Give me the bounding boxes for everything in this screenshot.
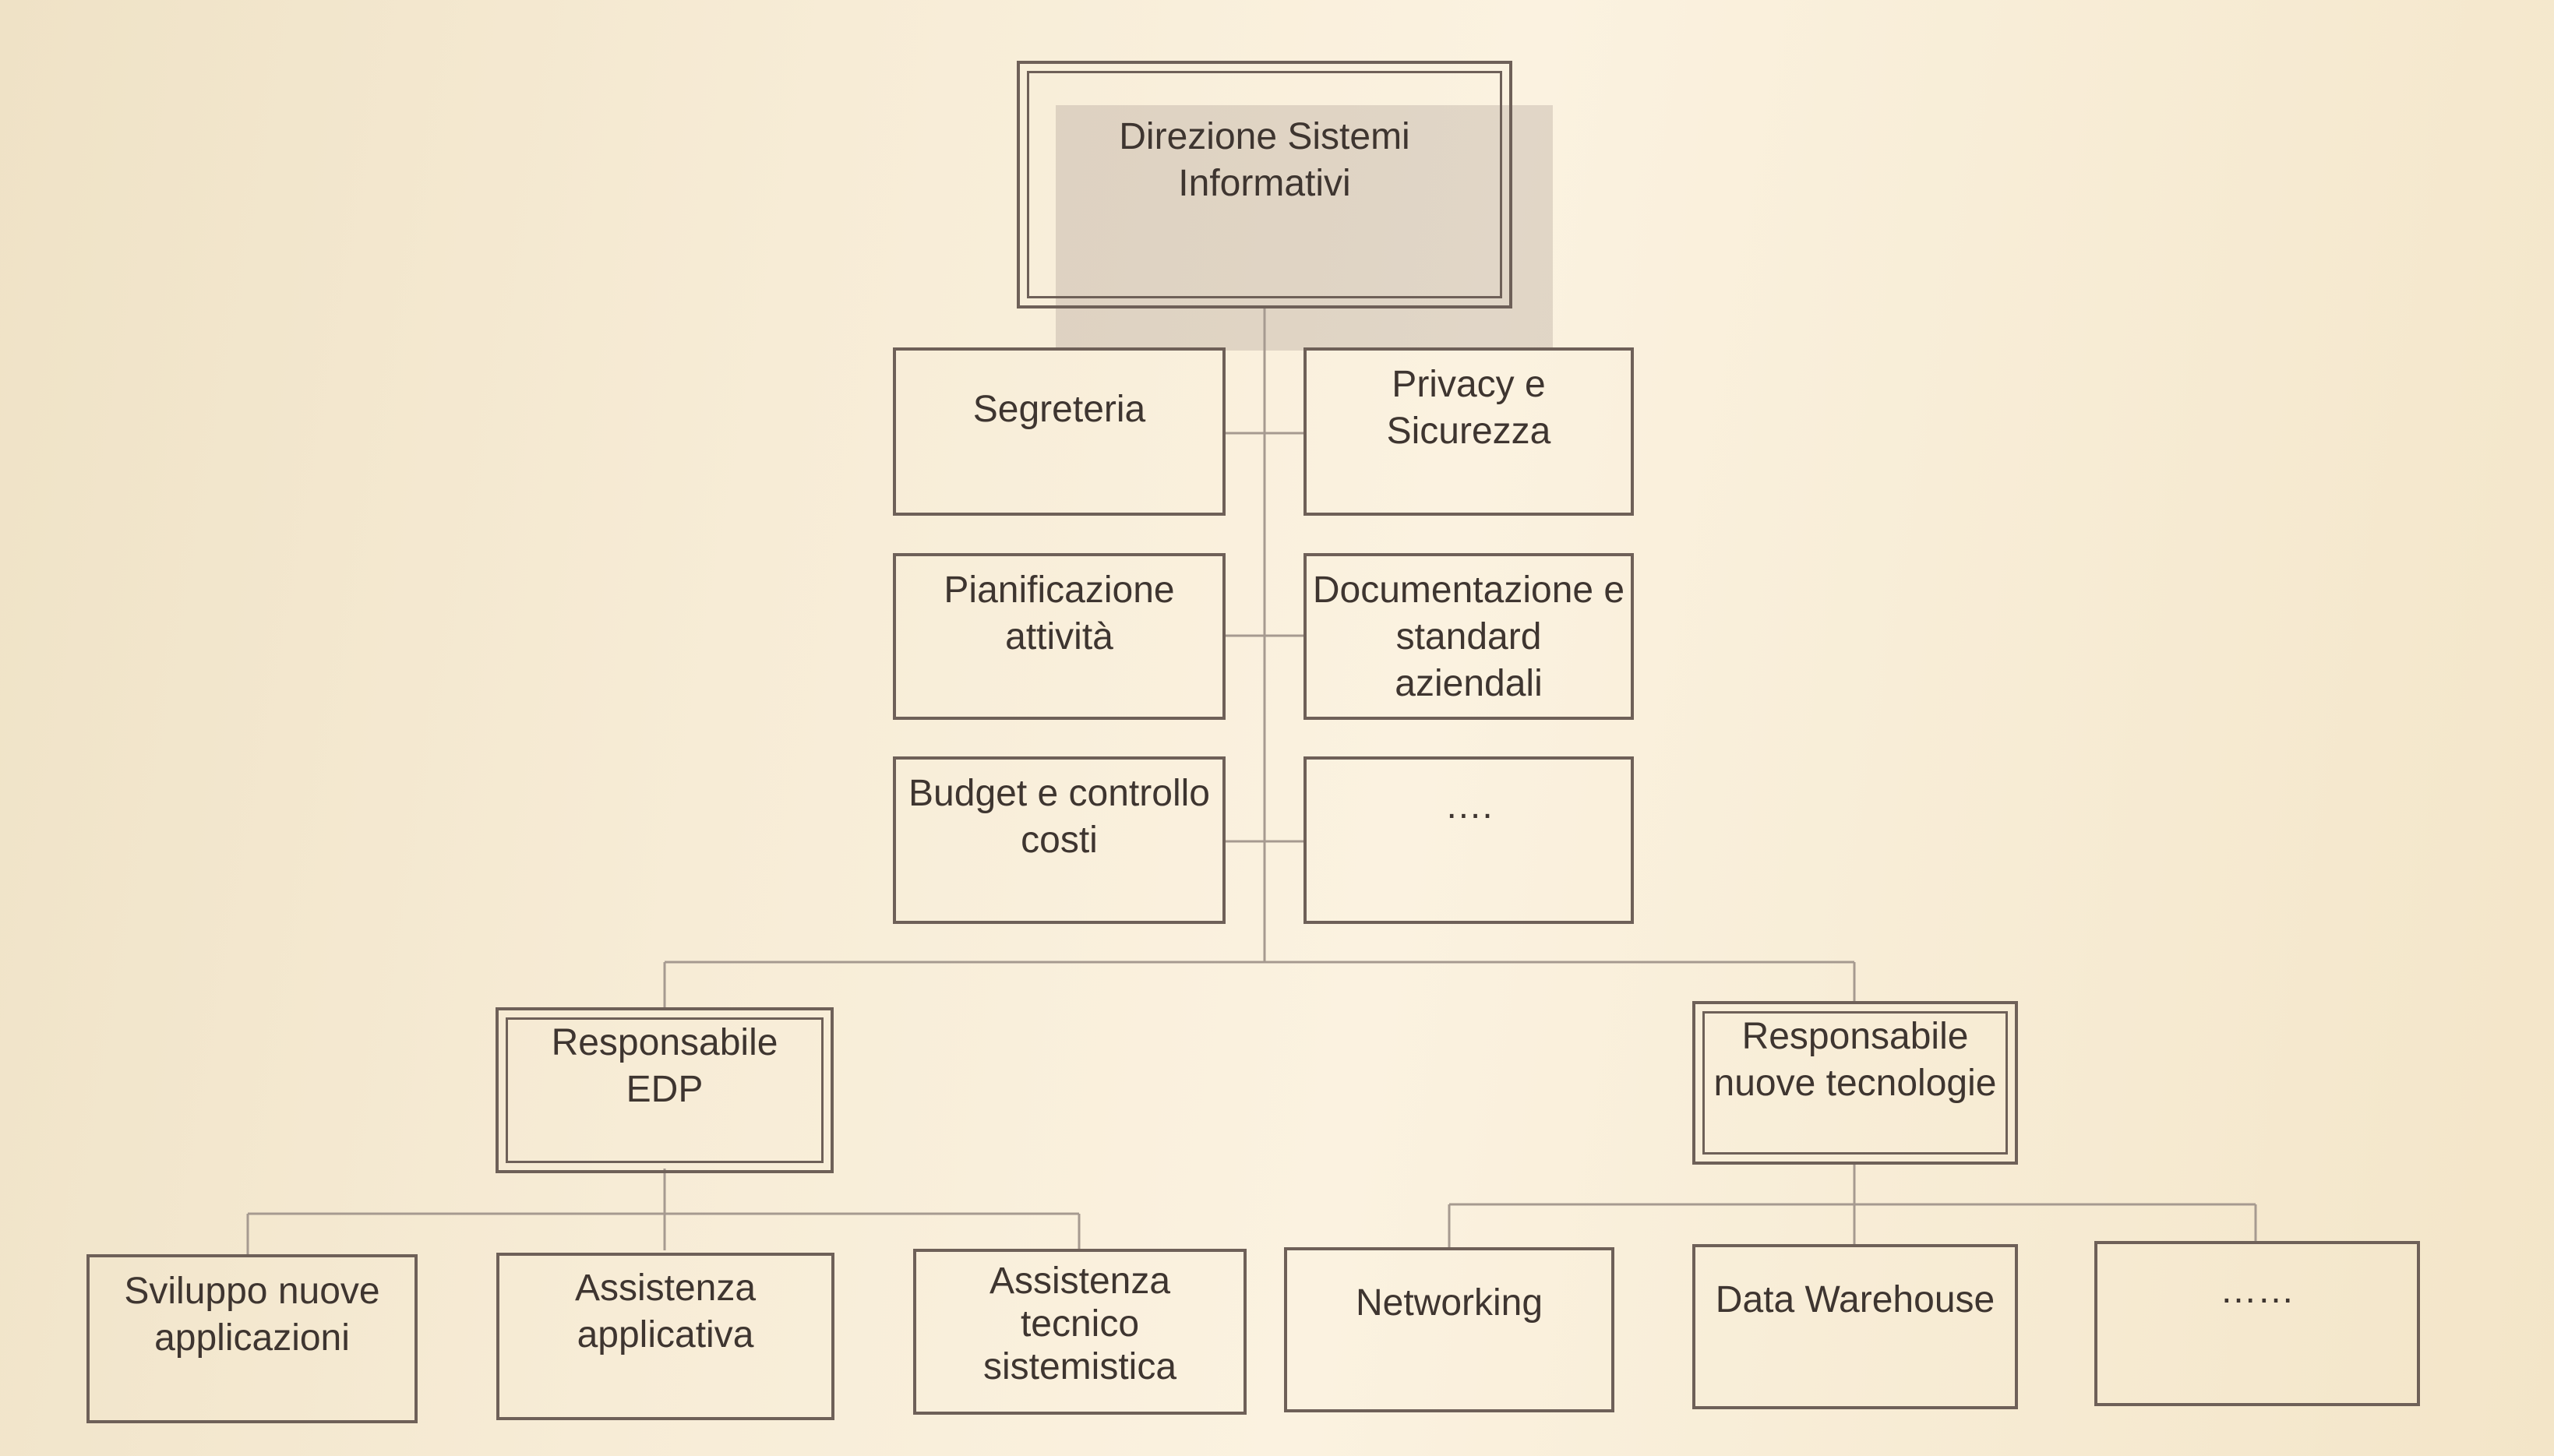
label-data-warehouse: Data Warehouse bbox=[1715, 1279, 1995, 1320]
box-segreteria: Segreteria bbox=[893, 347, 1226, 516]
label-responsabile-edp: Responsabile EDP bbox=[551, 1022, 778, 1110]
label-direzione: Direzione Sistemi Informativi bbox=[1119, 116, 1410, 204]
label-staff-altro: …. bbox=[1445, 785, 1493, 827]
box-assistenza-applicativa: Assistenza applicativa bbox=[496, 1253, 834, 1420]
label-privacy: Privacy e Sicurezza bbox=[1386, 364, 1551, 452]
label-pianificazione: Pianificazione attività bbox=[944, 569, 1175, 657]
box-pianificazione: Pianificazione attività bbox=[893, 553, 1226, 720]
top-box-shadow bbox=[1056, 105, 1553, 351]
box-budget: Budget e controllo costi bbox=[893, 756, 1226, 924]
label-budget: Budget e controllo costi bbox=[908, 773, 1210, 861]
label-documentazione: Documentazione e standard aziendali bbox=[1312, 569, 1625, 704]
label-sviluppo: Sviluppo nuove applicazioni bbox=[124, 1271, 380, 1359]
box-staff-altro: …. bbox=[1303, 756, 1634, 924]
label-segreteria: Segreteria bbox=[972, 389, 1146, 430]
box-assistenza-tecnico-sistemistica: Assistenza tecnico sistemistica bbox=[913, 1249, 1247, 1415]
box-responsabile-nuove-tecnologie: Responsabile nuove tecnologie bbox=[1692, 1001, 2018, 1165]
box-units-altro: …… bbox=[2094, 1241, 2420, 1406]
label-networking: Networking bbox=[1355, 1282, 1543, 1324]
box-privacy-sicurezza: Privacy e Sicurezza bbox=[1303, 347, 1634, 516]
box-sviluppo-nuove-applicazioni: Sviluppo nuove applicazioni bbox=[86, 1254, 418, 1423]
label-assistenza-applicativa: Assistenza applicativa bbox=[574, 1267, 757, 1356]
box-documentazione: Documentazione e standard aziendali bbox=[1303, 553, 1634, 720]
label-assistenza-tecnico: Assistenza tecnico sistemistica bbox=[982, 1260, 1177, 1387]
label-responsabile-nt: Responsabile nuove tecnologie bbox=[1713, 1016, 1997, 1104]
box-responsabile-edp: Responsabile EDP bbox=[496, 1007, 834, 1173]
box-data-warehouse: Data Warehouse bbox=[1692, 1244, 2018, 1409]
label-units-altro: …… bbox=[2220, 1270, 2295, 1311]
box-networking: Networking bbox=[1284, 1247, 1614, 1412]
box-direzione-sistemi-informativi: Direzione Sistemi Informativi bbox=[1017, 61, 1512, 308]
